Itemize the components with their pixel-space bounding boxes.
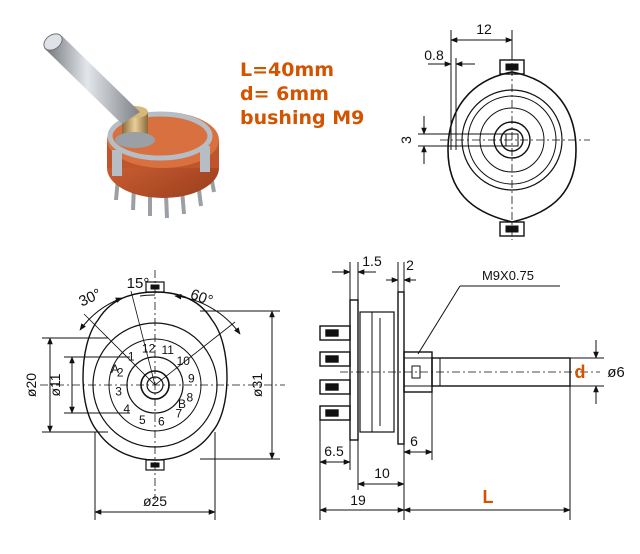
pin-label-4: 4 xyxy=(123,402,130,416)
dim-thickness: 0.8 xyxy=(424,47,444,63)
dim-flange: ø25 xyxy=(143,493,167,509)
side-view xyxy=(319,262,604,520)
pin-label-1: 1 xyxy=(128,350,135,364)
pin-label-5: 5 xyxy=(139,413,146,427)
dim-19: 19 xyxy=(350,492,366,508)
thread-label: M9X0.75 xyxy=(482,268,534,283)
dim-outer: ø31 xyxy=(249,373,265,397)
dim-pcd: ø20 xyxy=(23,373,39,397)
dim-flat: 3 xyxy=(398,136,414,144)
dim-width: 12 xyxy=(476,21,492,37)
pin-label-2: 2 xyxy=(117,365,124,379)
dim-L: L xyxy=(483,487,494,507)
dim-d: d xyxy=(575,362,586,382)
wiper-a-label: A xyxy=(111,362,119,376)
pin-label-3: 3 xyxy=(115,384,122,398)
pin-label-8: 8 xyxy=(186,391,193,405)
wiper-b-label: B xyxy=(178,397,186,411)
front-view xyxy=(40,270,285,520)
spec-diameter: d= 6mm xyxy=(240,83,329,105)
dim-6-5: 6.5 xyxy=(324,443,344,459)
pin-label-6: 6 xyxy=(158,414,165,428)
dim-inner: ø11 xyxy=(47,373,63,396)
dim-6: 6 xyxy=(410,433,418,449)
dim-1-5: 1.5 xyxy=(362,253,382,269)
pin-label-9: 9 xyxy=(188,372,195,386)
dim-shaft-diameter: ø6 xyxy=(607,364,625,381)
pin-label-7: 7 xyxy=(175,406,182,420)
angle-15: 15° xyxy=(127,275,150,292)
spec-bushing: bushing M9 xyxy=(240,107,365,129)
dim-2: 2 xyxy=(406,257,414,273)
dim-10: 10 xyxy=(374,465,390,481)
product-photo xyxy=(43,33,219,219)
angle-60: 60° xyxy=(188,286,215,310)
pin-label-12: 12 xyxy=(142,342,156,356)
spec-length: L=40mm xyxy=(240,59,335,81)
pin-label-11: 11 xyxy=(161,343,174,357)
pin-label-10: 10 xyxy=(177,354,191,368)
angle-30: 30° xyxy=(76,285,104,310)
top-view xyxy=(418,30,590,240)
